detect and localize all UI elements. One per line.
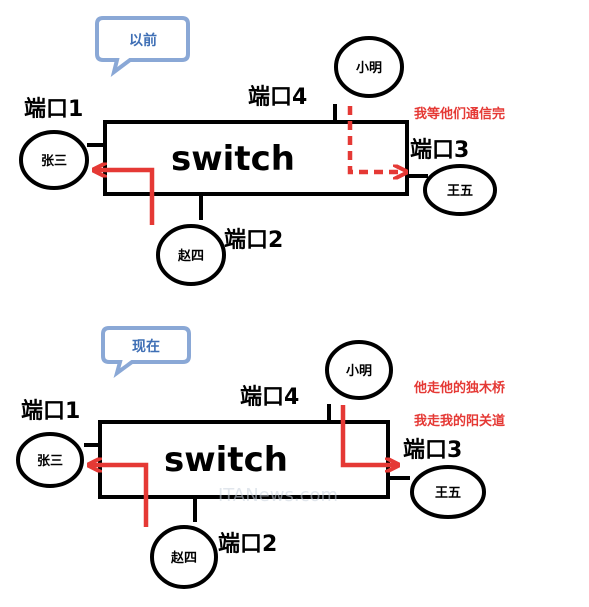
node-xiaoming-after bbox=[325, 340, 393, 400]
port-4-label-after: 端口4 bbox=[240, 385, 299, 410]
tag-before: 以前 bbox=[129, 32, 157, 49]
node-zhaosi-before bbox=[156, 224, 226, 286]
node-zhangsan-label-before: 张三 bbox=[41, 154, 67, 169]
arrow-xiaoming-to-wangwu-dashed bbox=[347, 106, 405, 172]
port-4-label-before: 端口4 bbox=[248, 85, 307, 110]
node-zhangsan-after bbox=[16, 432, 84, 488]
note-after-1: 我走我的阳关道 bbox=[414, 413, 505, 429]
arrow-xiaoming-to-wangwu-after bbox=[340, 405, 397, 465]
port-3-label-after: 端口3 bbox=[403, 438, 462, 463]
arrow-zhaosi-to-zhangsan-after bbox=[90, 465, 149, 527]
switch-label-before: switch bbox=[171, 139, 295, 179]
node-zhaosi-label-after: 赵四 bbox=[170, 550, 197, 566]
node-wangwu-label-before: 王五 bbox=[447, 184, 473, 199]
node-wangwu-before bbox=[423, 164, 497, 216]
port-1-label-after: 端口1 bbox=[21, 399, 80, 424]
node-wangwu-label-after: 王五 bbox=[435, 486, 461, 501]
note-after-0: 他走他的独木桥 bbox=[413, 380, 506, 396]
port-1-label-before: 端口1 bbox=[24, 97, 83, 122]
watermark: ITANews.com bbox=[218, 485, 338, 506]
node-xiaoming-label-after: 小明 bbox=[346, 364, 372, 379]
panel-before: 以前 switch 端口1 端口2 端口3 端口4 张三 赵四 王五 小明 我等… bbox=[19, 16, 505, 286]
port-2-label-after: 端口2 bbox=[218, 532, 277, 557]
node-xiaoming-label-before: 小明 bbox=[356, 61, 382, 76]
node-wangwu-after bbox=[410, 465, 486, 519]
tag-callout-before bbox=[95, 16, 190, 77]
switch-box-before bbox=[103, 120, 409, 196]
arrow-zhaosi-to-zhangsan-before bbox=[95, 170, 155, 225]
tag-after: 现在 bbox=[132, 338, 160, 355]
port-3-label-before: 端口3 bbox=[410, 138, 469, 163]
panel-after: 现在 switch 端口1 端口2 端口3 端口4 张三 赵四 王五 小明 他走… bbox=[16, 326, 506, 589]
node-zhaosi-after bbox=[150, 525, 218, 589]
node-zhangsan-before bbox=[19, 130, 89, 190]
node-xiaoming-before bbox=[334, 36, 404, 98]
node-zhangsan-label-after: 张三 bbox=[37, 454, 63, 469]
node-zhaosi-label-before: 赵四 bbox=[177, 248, 204, 264]
note-before-0: 我等他们通信完 bbox=[414, 106, 505, 122]
port-2-label-before: 端口2 bbox=[224, 228, 283, 253]
switch-label-after: switch bbox=[164, 440, 288, 480]
tag-callout-after bbox=[101, 326, 191, 379]
